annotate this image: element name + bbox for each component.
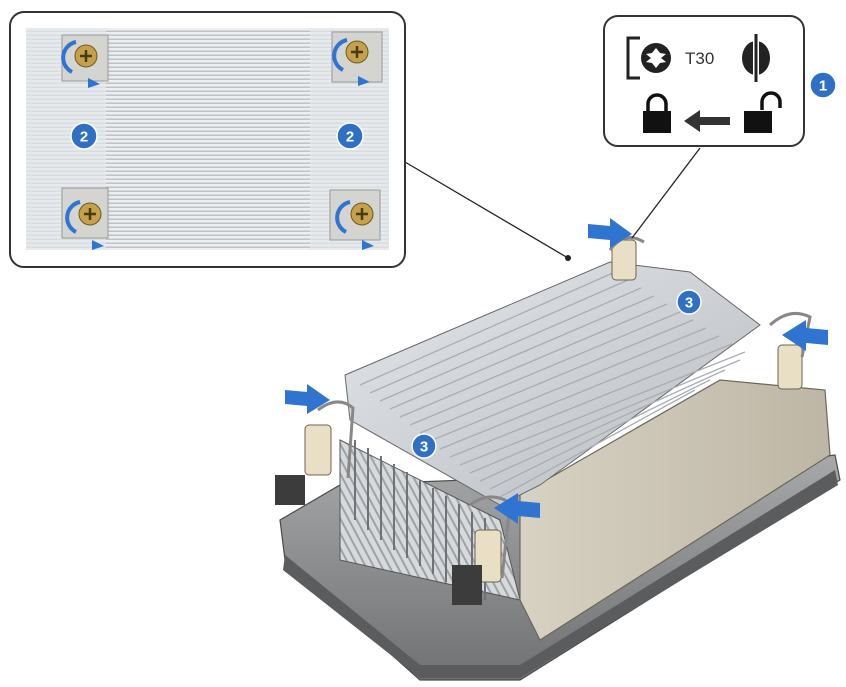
- push-arrow-icon: [285, 384, 330, 414]
- leader-line-tool: [631, 147, 701, 239]
- push-arrow-icon: [782, 320, 828, 351]
- torx-bit-icon: [626, 36, 671, 80]
- leader-line-screws: [404, 161, 569, 259]
- arrow-left-icon: [684, 110, 730, 132]
- rotate-arrow-icon: [335, 200, 351, 234]
- rotate-arrow-icon: [61, 40, 77, 74]
- tool-callout: T30: [603, 15, 805, 147]
- torx-size-label: T30: [685, 49, 714, 68]
- screw-bottom-left: [61, 187, 109, 250]
- step-3-badge-rear: 3: [676, 289, 702, 315]
- captive-nut-post-right: [768, 311, 812, 390]
- screw-bottom-right: [329, 189, 381, 250]
- lock-closed-icon: [643, 93, 671, 133]
- screw-detail-callout: 2 2: [9, 11, 406, 268]
- step-2-badge-right: 2: [336, 122, 364, 150]
- rotate-arrow-icon: [65, 200, 81, 234]
- heatsink-assembly: 3 3: [275, 218, 841, 681]
- lock-open-icon: [744, 91, 782, 133]
- push-arrow-icon: [494, 493, 540, 524]
- step-1-badge: 1: [809, 71, 837, 99]
- step-2-label-right: 2: [346, 129, 354, 146]
- top-fin-lines: [359, 271, 746, 498]
- screw-top-left: [61, 34, 109, 88]
- side-shroud: [519, 379, 831, 641]
- step-2-badge-left: 2: [70, 122, 98, 150]
- step-3-label-front: 3: [420, 439, 428, 456]
- step-1-label: 1: [819, 78, 827, 95]
- captive-nut-post-left: [275, 400, 355, 505]
- step-3-badge-front: 3: [411, 433, 437, 459]
- step-3-label-rear: 3: [685, 295, 693, 312]
- push-arrow-icon: [588, 218, 632, 248]
- rotate-arrow-icon: [332, 38, 348, 72]
- screw-top-right: [331, 31, 383, 86]
- step-2-label-left: 2: [80, 129, 88, 146]
- screwdriver-icon: [742, 34, 770, 82]
